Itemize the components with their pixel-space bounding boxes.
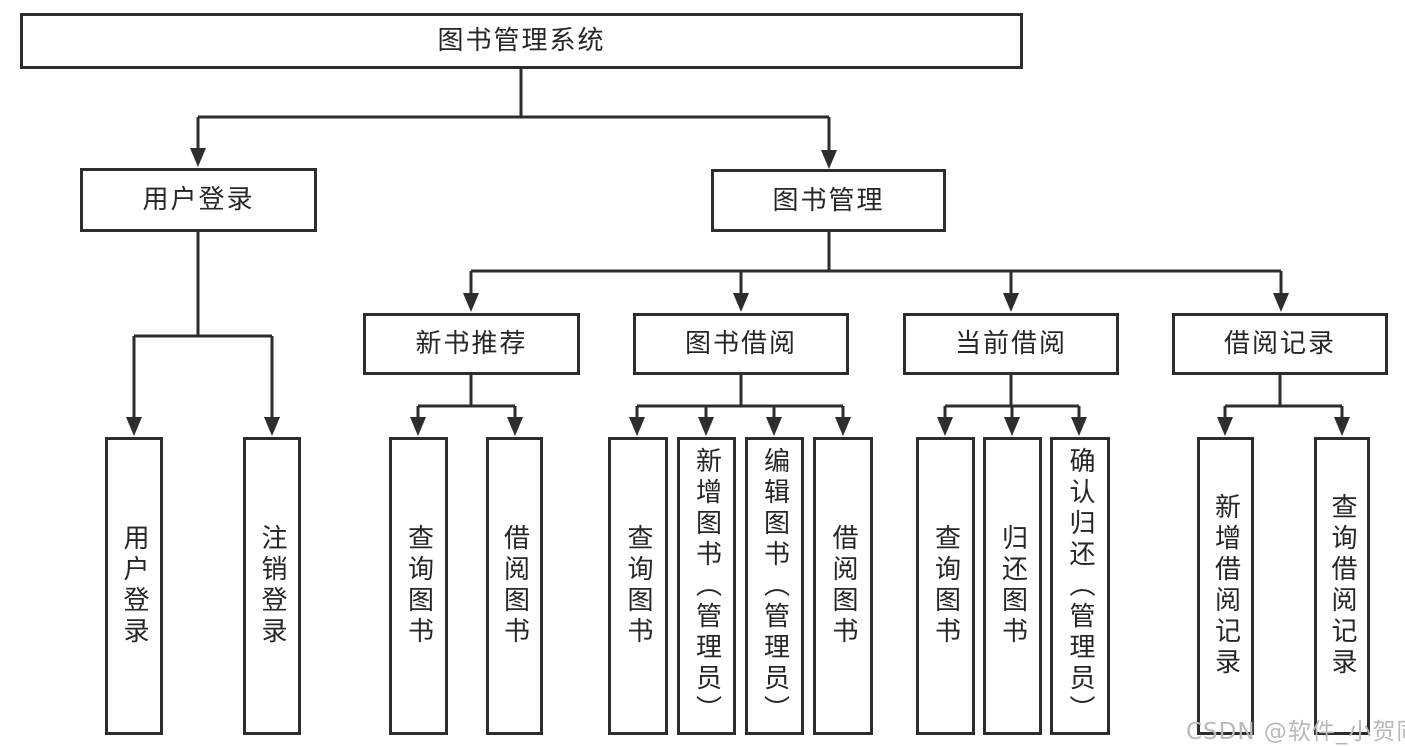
node-borrow-record: 借阅记录 — [1172, 313, 1388, 375]
leaf-borrow-books: 借阅图书 — [813, 437, 873, 735]
node-user-login: 用户登录 — [80, 168, 317, 232]
leaf-query-borrow-record: 查询借阅记录 — [1314, 437, 1370, 735]
leaf-query-books-recommend: 查询图书 — [389, 437, 448, 735]
csdn-watermark: CSDN @软件_小贺同学 — [1186, 719, 1405, 745]
leaf-logout: 注销登录 — [243, 437, 301, 735]
node-new-book-recommend: 新书推荐 — [363, 313, 580, 375]
leaf-add-books-admin: 新增图书（管理员） — [677, 437, 736, 735]
leaf-return-books: 归还图书 — [983, 437, 1042, 735]
leaf-add-borrow-record: 新增借阅记录 — [1197, 437, 1254, 735]
leaf-user-login: 用户登录 — [105, 437, 163, 735]
leaf-confirm-return-admin: 确认归还（管理员） — [1050, 437, 1110, 735]
node-current-borrow: 当前借阅 — [903, 313, 1119, 375]
node-book-borrow: 图书借阅 — [633, 313, 849, 375]
node-book-management: 图书管理 — [711, 169, 946, 232]
leaf-query-books-borrow: 查询图书 — [608, 437, 668, 735]
leaf-query-books-current: 查询图书 — [916, 437, 975, 735]
leaf-borrow-books-recommend: 借阅图书 — [486, 437, 543, 735]
leaf-edit-books-admin: 编辑图书（管理员） — [745, 437, 804, 735]
node-root-system: 图书管理系统 — [20, 13, 1023, 69]
